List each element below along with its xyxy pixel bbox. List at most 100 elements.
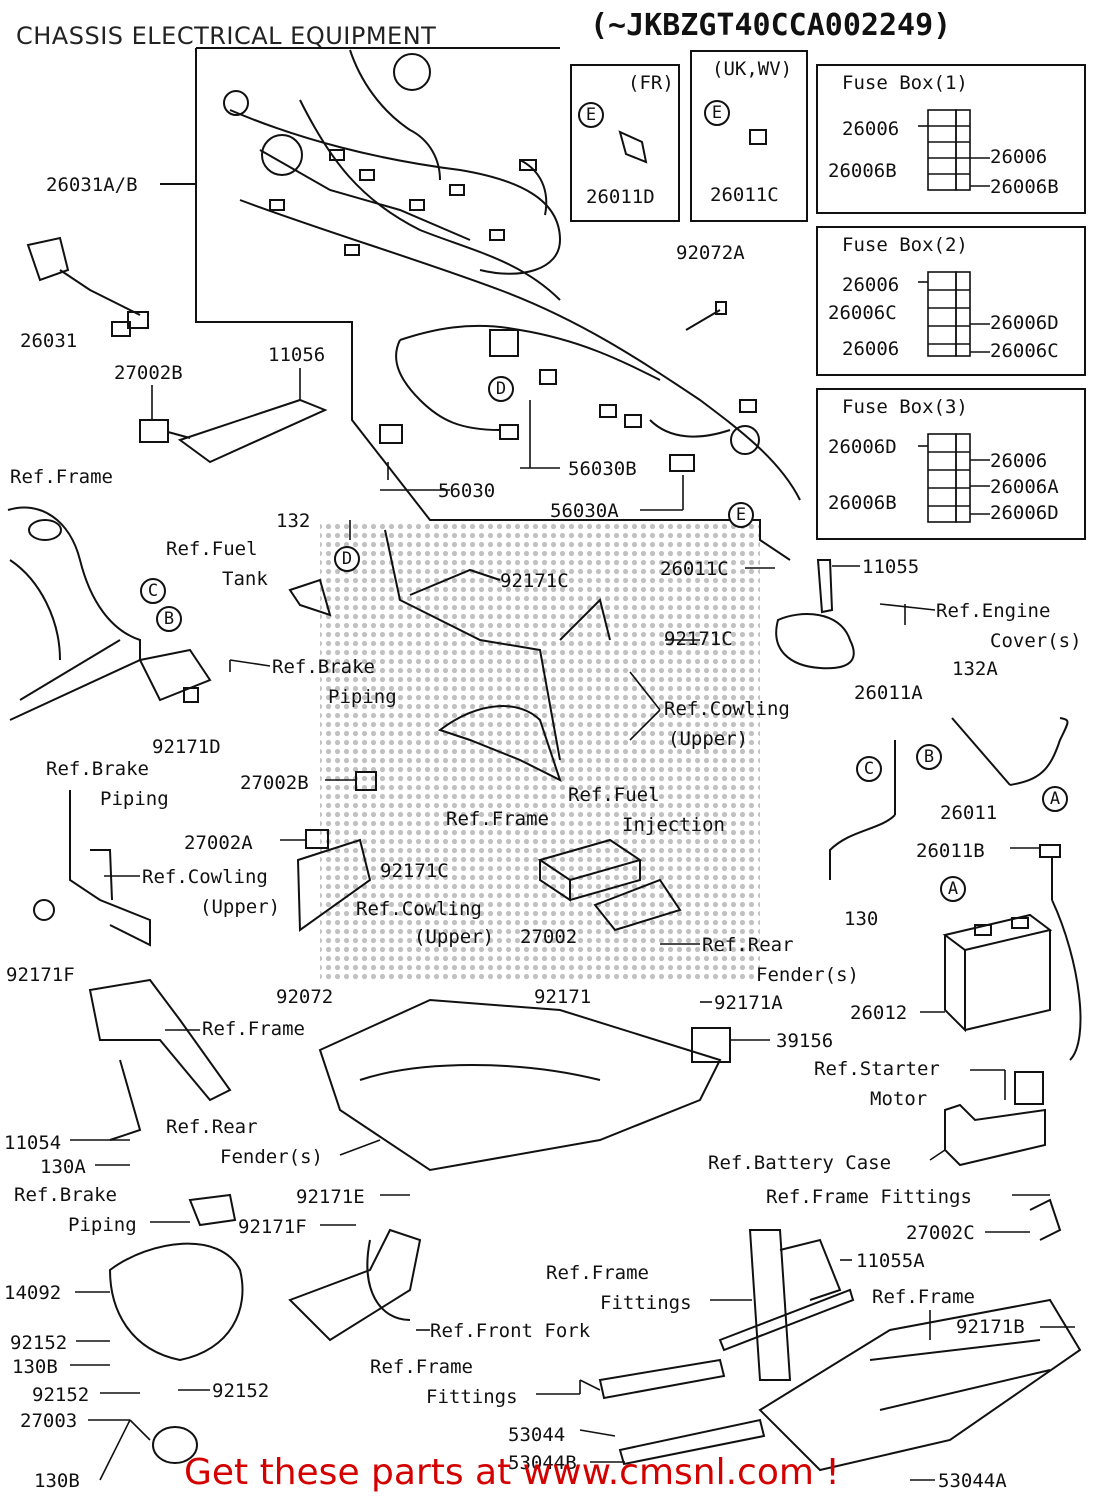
part-92171c[interactable]: 92171C <box>664 628 733 650</box>
fuse-part[interactable]: 26006C <box>828 302 897 324</box>
part-26031-drawing <box>26 236 149 337</box>
part-92171e[interactable]: 92171E <box>296 1186 365 1208</box>
fuse-part[interactable]: 26006B <box>828 492 897 514</box>
fuse-part[interactable]: 26006 <box>842 338 900 360</box>
part-56030[interactable]: 56030 <box>438 480 496 502</box>
connector-icon <box>749 129 767 145</box>
part-92152[interactable]: 92152 <box>32 1384 90 1406</box>
brake-piping-block <box>138 648 212 702</box>
part-53044b[interactable]: 53044B <box>508 1452 577 1474</box>
part-132a[interactable]: 132A <box>952 658 998 680</box>
inset-fuse-box-3: Fuse Box(3) 26006D 26006B 26006 26006A 2… <box>816 388 1086 540</box>
part-130b[interactable]: 130B <box>12 1356 58 1378</box>
fuse-part[interactable]: 26006A <box>990 476 1059 498</box>
leader-lines <box>70 368 1075 1481</box>
fuse-block-icon <box>918 271 990 357</box>
part-14092[interactable]: 14092 <box>4 1282 62 1304</box>
rear-fender-tray <box>318 998 722 1172</box>
part-27002a[interactable]: 27002A <box>184 832 253 854</box>
part-92171f[interactable]: 92171F <box>238 1216 307 1238</box>
fuse-box-1-title: Fuse Box(1) <box>842 72 968 94</box>
part-27002b[interactable]: 27002B <box>240 772 309 794</box>
fuse-part[interactable]: 26006D <box>990 312 1059 334</box>
part-39156[interactable]: 39156 <box>776 1030 834 1052</box>
marker-c: C <box>856 756 882 782</box>
part-92152[interactable]: 92152 <box>10 1332 68 1354</box>
ref-frame-fittings: Fittings <box>600 1292 692 1314</box>
part-11054[interactable]: 11054 <box>4 1132 62 1154</box>
inset-fr: (FR) E 26011D <box>570 64 680 222</box>
part-11056[interactable]: 11056 <box>268 344 326 366</box>
part-27003[interactable]: 27003 <box>20 1410 78 1432</box>
part-92171c[interactable]: 92171C <box>500 570 569 592</box>
part-26011b-drawing <box>1039 844 1061 858</box>
part-92152[interactable]: 92152 <box>212 1380 270 1402</box>
ref-frame-fittings: Fittings <box>426 1386 518 1408</box>
part-92171[interactable]: 92171 <box>534 986 592 1008</box>
ref-fuel-injection: Ref.Fuel <box>568 784 660 806</box>
part-27002c[interactable]: 27002C <box>906 1222 975 1244</box>
part-92072[interactable]: 92072 <box>276 986 334 1008</box>
ref-frame: Ref.Frame <box>10 466 113 488</box>
fuse-part[interactable]: 26006 <box>842 274 900 296</box>
fuse-part[interactable]: 26006B <box>828 160 897 182</box>
marker-a: A <box>1042 786 1068 812</box>
fuse-part[interactable]: 26006B <box>990 176 1059 198</box>
part-26012[interactable]: 26012 <box>850 1002 908 1024</box>
ref-rear-fender: Fender(s) <box>756 964 859 986</box>
part-26011[interactable]: 26011 <box>940 802 998 824</box>
fuse-part[interactable]: 26006D <box>828 436 897 458</box>
part-130b[interactable]: 130B <box>34 1470 80 1492</box>
part-26011c[interactable]: 26011C <box>660 558 729 580</box>
ref-engine-cover: Cover(s) <box>990 630 1082 652</box>
ref-cowling-upper: Ref.Cowling <box>356 898 482 920</box>
rear-frame-stay <box>88 978 232 1102</box>
ref-frame-fittings: Ref.Frame <box>370 1356 473 1378</box>
part-92171b[interactable]: 92171B <box>956 1316 1025 1338</box>
part-26031[interactable]: 26031 <box>20 330 78 352</box>
fuse-block-icon <box>918 433 990 523</box>
part-53044a[interactable]: 53044A <box>938 1470 1007 1492</box>
part-26031ab[interactable]: 26031A/B <box>46 174 138 196</box>
part-92171a[interactable]: 92171A <box>714 992 783 1014</box>
part-26011d[interactable]: 26011D <box>586 186 655 208</box>
part-26011b[interactable]: 26011B <box>916 840 985 862</box>
fuse-part[interactable]: 26006 <box>990 146 1048 168</box>
part-53044a-bar <box>618 1418 766 1466</box>
fuse-part[interactable]: 26006 <box>990 450 1048 472</box>
inset-fuse-box-2: Fuse Box(2) 26006 26006C 26006 26006D 26… <box>816 226 1086 376</box>
part-26011a[interactable]: 26011A <box>854 682 923 704</box>
inset-uk: (UK,WV) E 26011C <box>690 50 808 222</box>
part-92171d[interactable]: 92171D <box>152 736 221 758</box>
part-26011c[interactable]: 26011C <box>710 184 779 206</box>
ref-brake-piping: Ref.Brake <box>46 758 149 780</box>
ref-fuel-tank: Tank <box>222 568 268 590</box>
fuse-part[interactable]: 26006 <box>842 118 900 140</box>
fuse-part[interactable]: 26006C <box>990 340 1059 362</box>
ref-fuel-injection: Injection <box>622 814 725 836</box>
promo-link[interactable]: Get these parts at www.cmsnl.com ! <box>184 1452 840 1493</box>
part-92171f[interactable]: 92171F <box>6 964 75 986</box>
part-11055a[interactable]: 11055A <box>856 1250 925 1272</box>
part-92072a[interactable]: 92072A <box>676 242 745 264</box>
part-56030a[interactable]: 56030A <box>550 500 619 522</box>
part-130[interactable]: 130 <box>844 908 879 930</box>
ecu-drawing <box>537 838 643 902</box>
part-130a[interactable]: 130A <box>40 1156 86 1178</box>
part-53044-bar <box>598 1358 726 1400</box>
part-92171c[interactable]: 92171C <box>380 860 449 882</box>
ref-engine-cover: Ref.Engine <box>936 600 1051 622</box>
part-27002b[interactable]: 27002B <box>114 362 183 384</box>
cowling-upper-bracket <box>296 838 372 932</box>
part-27002[interactable]: 27002 <box>520 926 578 948</box>
ref-frame-fittings: Ref.Frame Fittings <box>766 1186 972 1208</box>
connector-icon <box>618 130 648 164</box>
part-53044[interactable]: 53044 <box>508 1424 566 1446</box>
part-132[interactable]: 132 <box>276 510 311 532</box>
part-56030b[interactable]: 56030B <box>568 458 637 480</box>
fuse-part[interactable]: 26006D <box>990 502 1059 524</box>
vin-range: (~JKBZGT40CCA002249) <box>590 8 952 43</box>
part-11055[interactable]: 11055 <box>862 556 920 578</box>
part-11054-drawing <box>109 1059 142 1141</box>
